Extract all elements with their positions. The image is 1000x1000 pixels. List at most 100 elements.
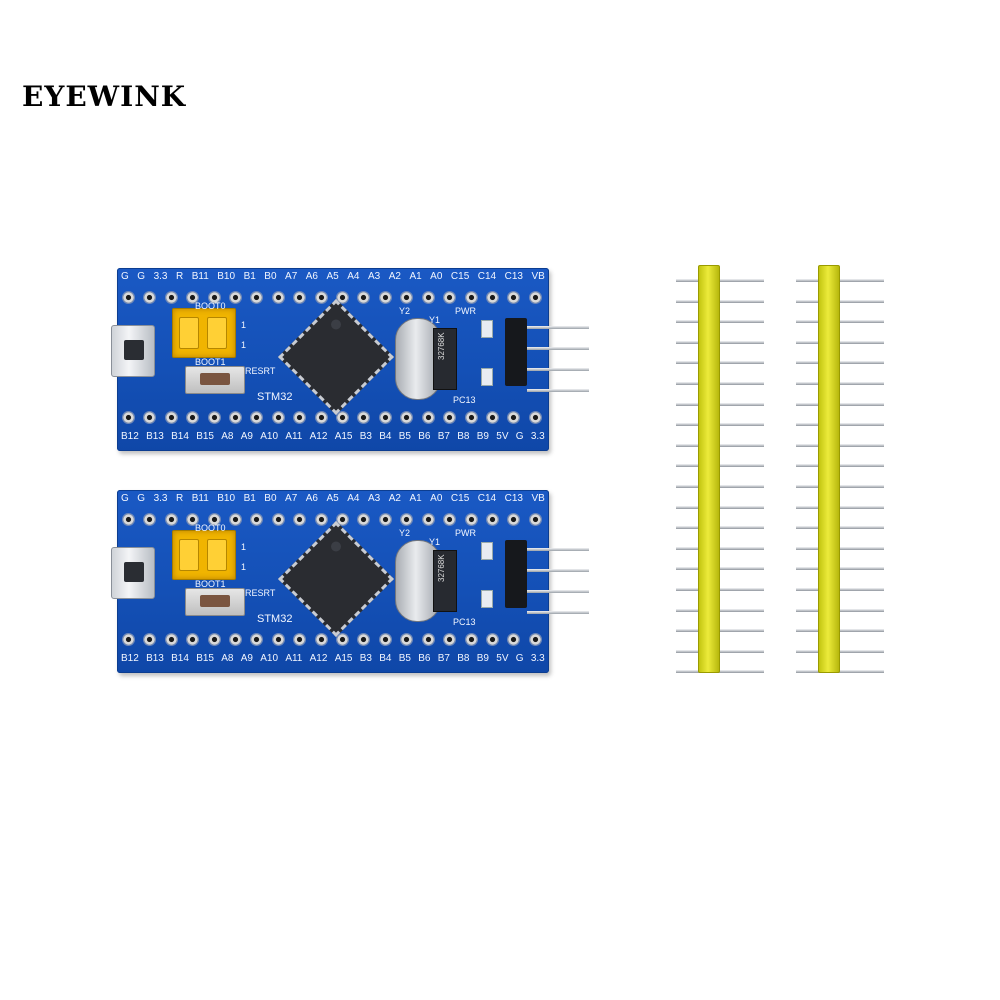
pin-hole: [529, 411, 541, 423]
pin-hole: [422, 513, 434, 525]
header-pin: [796, 279, 884, 282]
pin-hole: [358, 411, 370, 423]
pin-label: B7: [437, 653, 450, 664]
crystal-label: 32768K: [437, 332, 446, 360]
pin-label: A6: [305, 271, 318, 282]
pin-hole: [422, 633, 434, 645]
header-pin: [676, 464, 764, 468]
pin-label: B12: [121, 431, 139, 442]
pin-hole: [529, 513, 541, 525]
pin-hole: [230, 513, 242, 525]
pin-hole: [379, 513, 391, 525]
boot1-label: BOOT1: [195, 357, 226, 367]
pin-hole: [123, 633, 134, 645]
pin-hole: [144, 513, 156, 525]
pin-hole: [315, 633, 327, 645]
pin-hole: [379, 411, 391, 423]
pin-label: G: [515, 653, 524, 664]
header-pin: [676, 649, 764, 653]
header-pin: [676, 279, 764, 282]
pin-hole: [465, 633, 477, 645]
pin-label: A11: [285, 431, 303, 442]
pin-label: B7: [437, 431, 450, 442]
header-pin: [676, 526, 764, 530]
reset-label: RESRT: [245, 366, 276, 376]
pin-label: A1: [409, 493, 422, 504]
pin-label: B6: [418, 653, 431, 664]
pin-label: B4: [379, 431, 392, 442]
header-pin: [796, 320, 884, 324]
header-pins: [676, 279, 764, 691]
pin-hole: [401, 513, 413, 525]
header-pin: [796, 670, 884, 674]
pin-hole: [379, 633, 391, 645]
header-pin: [796, 608, 884, 612]
pin-label: B0: [264, 493, 277, 504]
pin-hole: [486, 411, 498, 423]
pin-label: C14: [477, 493, 497, 504]
pin-hole: [358, 291, 370, 303]
pin-label: G: [121, 493, 129, 504]
pin-hole: [337, 633, 349, 645]
stm32-chip: [278, 521, 394, 637]
pin-hole: [401, 633, 413, 645]
pin-hole: [251, 291, 263, 303]
header-pin: [676, 567, 764, 571]
pin-label: B1: [243, 271, 256, 282]
boot1-label: BOOT1: [195, 579, 226, 589]
header-pin: [676, 299, 764, 303]
pin-hole: [508, 411, 520, 423]
header-pin: [796, 546, 884, 550]
pin-label: A0: [430, 493, 443, 504]
pin-label: B6: [418, 431, 431, 442]
boot-jumpers: [172, 308, 236, 358]
pin-label: 5V: [496, 431, 509, 442]
pin-hole: [337, 291, 349, 303]
pin-hole: [422, 411, 434, 423]
pin-hole: [165, 513, 177, 525]
header-pin: [676, 320, 764, 324]
pin-hole: [529, 291, 541, 303]
header-pin: [796, 361, 884, 365]
pin-label: B8: [457, 431, 470, 442]
pc13-label: PC13: [453, 617, 476, 627]
pin-hole: [251, 411, 263, 423]
pin-label: A11: [285, 653, 303, 664]
pin-label: A3: [367, 493, 381, 504]
pin-hole: [486, 291, 498, 303]
pin-hole: [358, 633, 370, 645]
pin-label: A8: [221, 653, 234, 664]
header-pin: [676, 670, 764, 674]
pin-label: B3: [359, 653, 372, 664]
pin-hole: [337, 513, 349, 525]
reset-button: [185, 366, 245, 394]
swd-header: [505, 318, 527, 386]
pin-label: C15: [450, 493, 470, 504]
reset-button: [185, 588, 245, 616]
boot-jumpers: [172, 530, 236, 580]
pin-label: 3.3: [530, 431, 545, 442]
pin-hole: [294, 513, 306, 525]
pin-header-strip-2: [790, 265, 890, 674]
pin-label: R: [175, 493, 184, 504]
pin-hole: [401, 291, 413, 303]
pin-hole: [251, 513, 263, 525]
pin-label: B11: [191, 493, 209, 504]
pin-hole: [123, 291, 134, 303]
header-pin: [676, 402, 764, 406]
pin-hole: [187, 633, 199, 645]
pin-label: A9: [240, 653, 253, 664]
pin-hole: [123, 411, 134, 423]
y1-label: Y1: [429, 537, 441, 547]
pin-hole: [144, 633, 156, 645]
pin-hole: [444, 411, 456, 423]
pin-hole: [508, 513, 520, 525]
pin-label: A8: [221, 431, 234, 442]
header-pin: [676, 546, 764, 550]
boot0-label: BOOT0: [195, 523, 226, 533]
header-pin: [796, 402, 884, 406]
